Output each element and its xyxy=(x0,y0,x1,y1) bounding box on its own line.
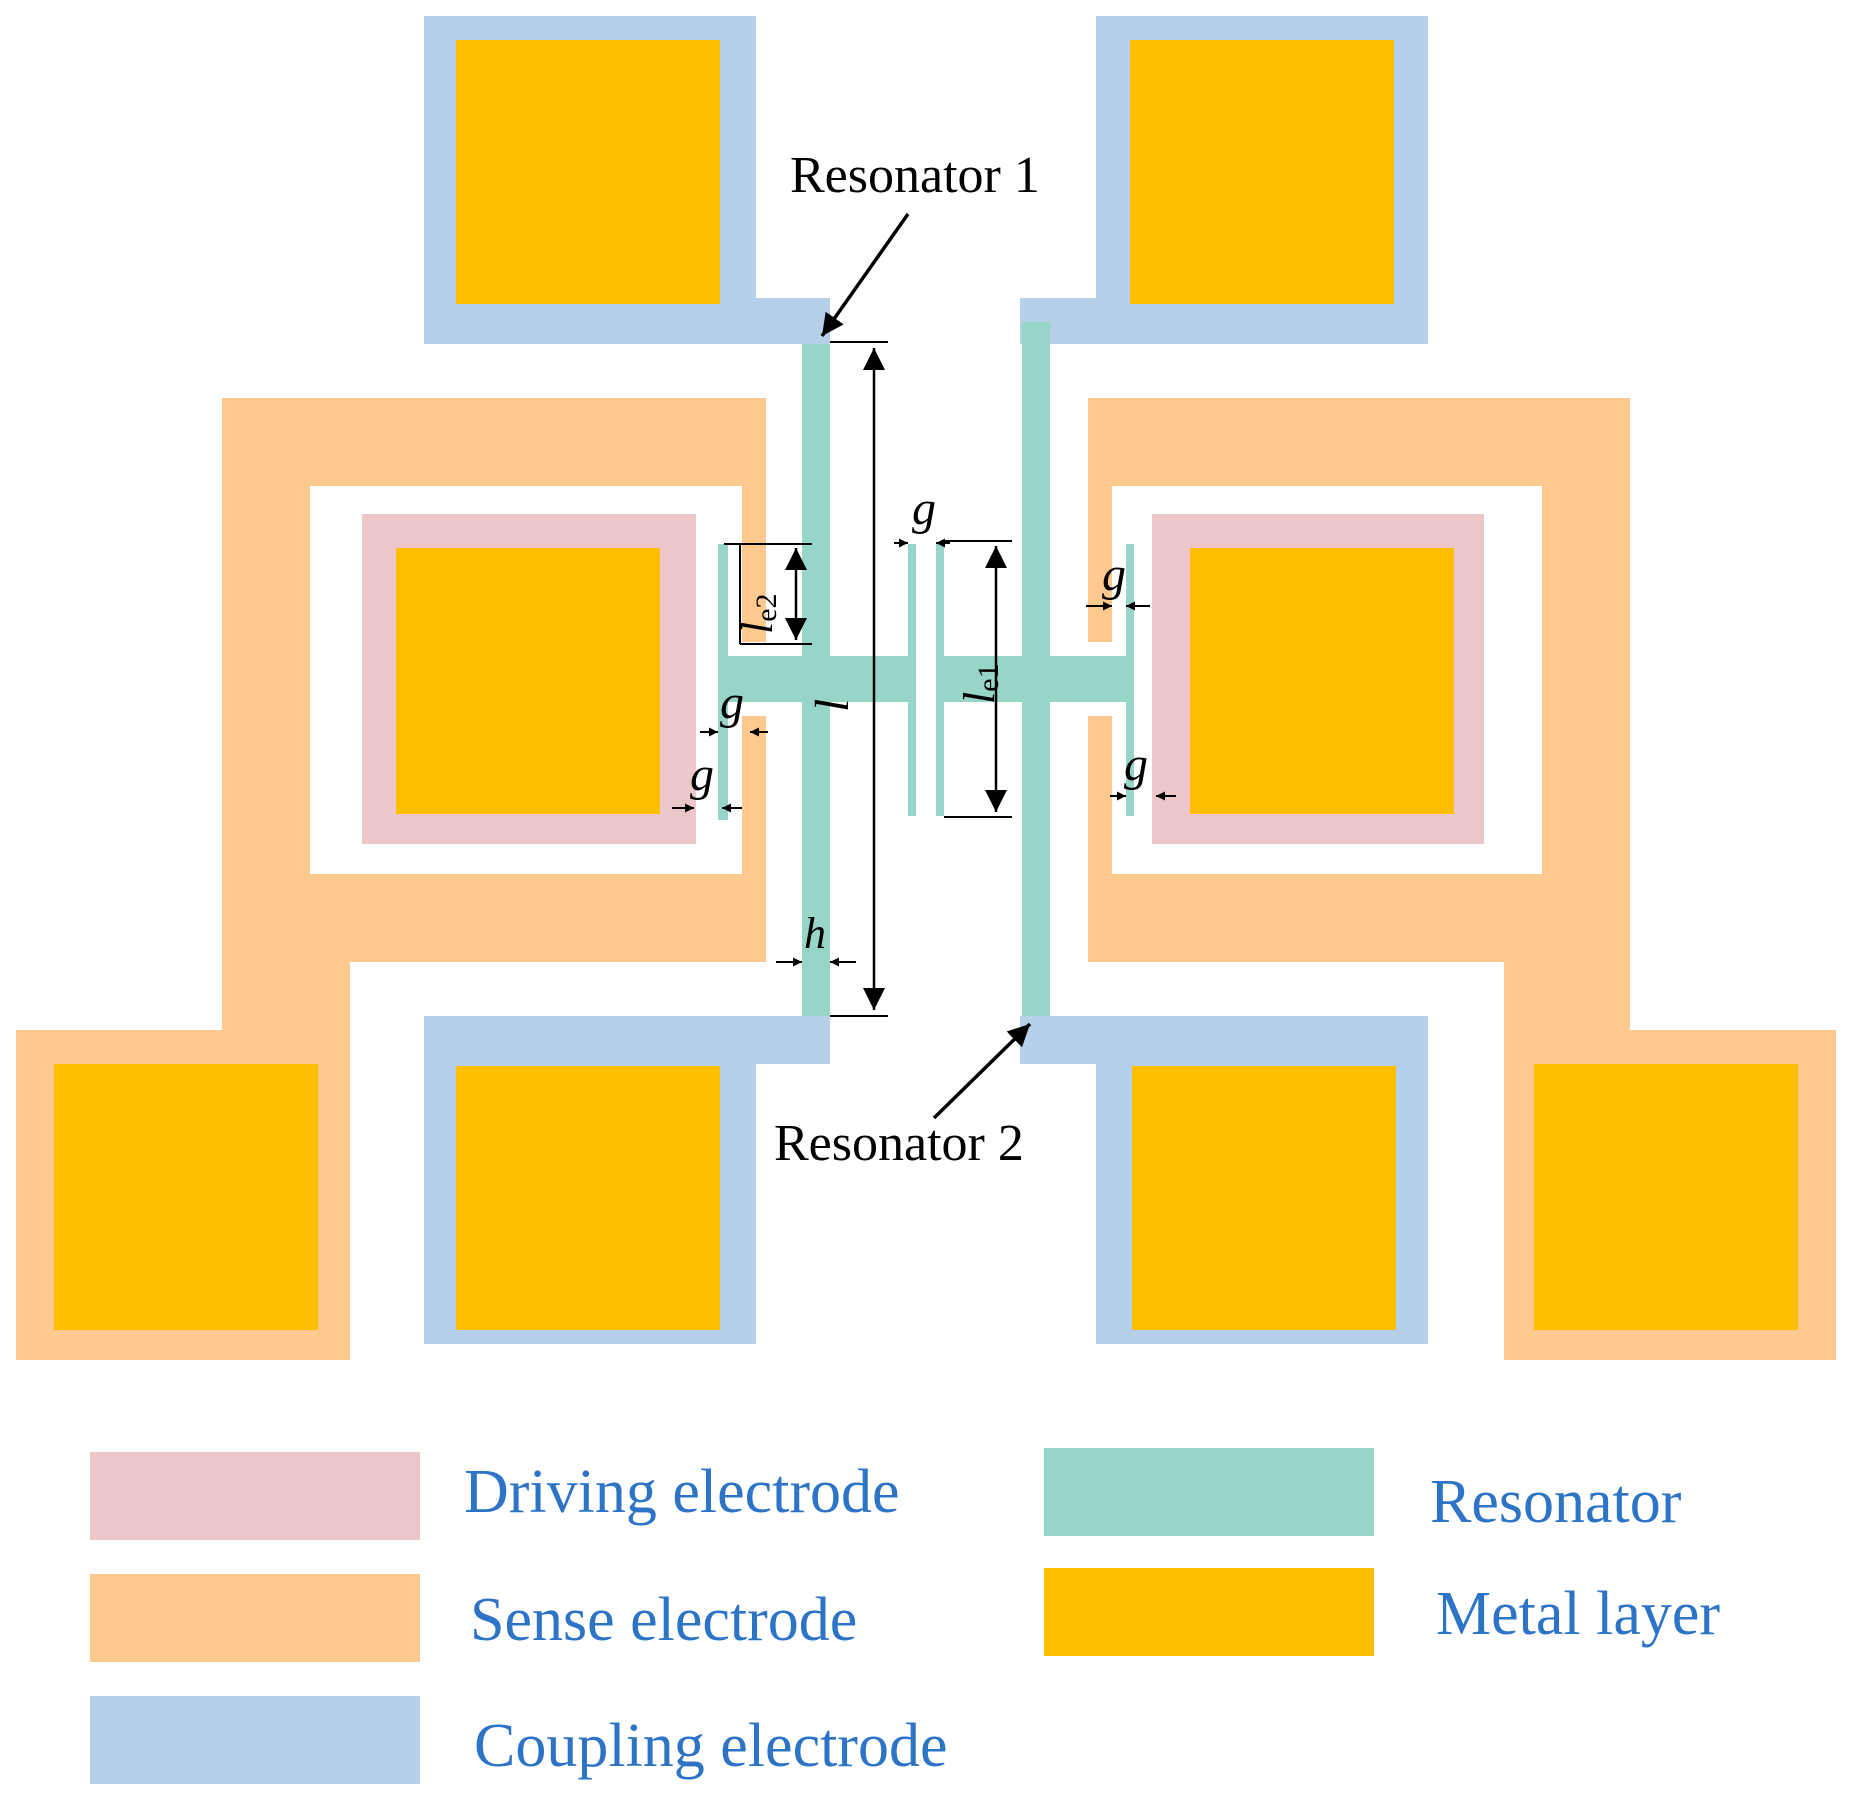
metal-pad-sense-right xyxy=(1534,1064,1798,1330)
dim-le2-base: l xyxy=(733,622,782,634)
dim-h: h xyxy=(804,909,826,958)
metal-pad-bottom-left xyxy=(456,1066,720,1330)
resonator-2-arrow xyxy=(932,1022,1032,1120)
dim-g-right-lower: g xyxy=(1124,738,1148,791)
legend-label-coupling: Coupling electrode xyxy=(474,1712,947,1780)
metal-pad-driving-left xyxy=(396,548,660,814)
legend-swatch-resonator xyxy=(1044,1448,1374,1536)
metal-pad-sense-left xyxy=(54,1064,318,1330)
dimension-lines xyxy=(672,341,1176,1017)
legend-swatch-metal xyxy=(1044,1568,1374,1656)
dim-l: l xyxy=(806,699,859,712)
metal-pad-driving-right xyxy=(1190,548,1454,814)
resonator-1-label: Resonator 1 xyxy=(790,147,1040,204)
legend-swatch-coupling xyxy=(90,1696,420,1784)
legend-label-driving: Driving electrode xyxy=(464,1458,900,1526)
dim-le1: le1 xyxy=(955,663,1005,704)
dim-g-center: g xyxy=(912,482,936,535)
dim-g-right-upper: g xyxy=(1102,548,1126,601)
dim-le1-base: l xyxy=(955,692,1004,704)
dim-le2-sub: e2 xyxy=(750,593,783,621)
legend-swatch-sense xyxy=(90,1574,420,1662)
resonator-2-structure xyxy=(936,322,1134,1016)
legend-label-resonator: Resonator xyxy=(1430,1468,1682,1536)
legend-label-metal: Metal layer xyxy=(1436,1580,1720,1648)
metal-pad-bottom-right xyxy=(1132,1066,1396,1330)
svg-text:le2: le2 xyxy=(733,593,783,634)
legend-label-sense: Sense electrode xyxy=(470,1586,857,1654)
svg-text:le1: le1 xyxy=(955,663,1005,704)
dim-le2: le2 xyxy=(733,593,783,634)
dim-le1-sub: e1 xyxy=(972,663,1005,691)
resonator-2-label: Resonator 2 xyxy=(774,1115,1024,1172)
legend: Driving electrode Sense electrode Coupli… xyxy=(90,1448,1720,1784)
resonator-1-arrow xyxy=(820,212,910,338)
metal-pad-top-left xyxy=(456,40,720,304)
metal-pad-top-right xyxy=(1130,40,1394,304)
dim-g-left-upper: g xyxy=(720,676,744,729)
legend-swatch-driving xyxy=(90,1452,420,1540)
dim-g-left-lower: g xyxy=(690,748,714,801)
